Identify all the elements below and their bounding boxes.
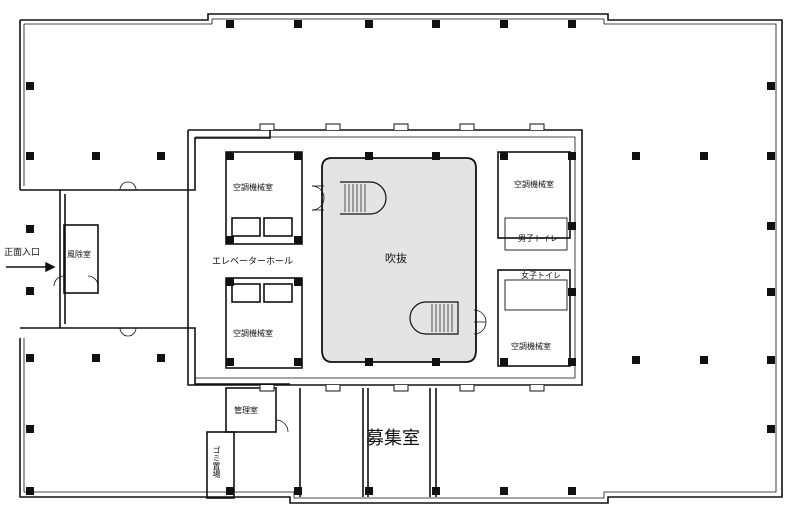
atrium-label: 吹抜 (385, 252, 407, 265)
ahu-room-label-sw: 空調機械室 (233, 329, 273, 338)
garbage-area (206, 431, 235, 499)
windbreak-label: 風除室 (67, 250, 91, 259)
outer-wall (19, 13, 783, 504)
atrium (321, 157, 477, 363)
windbreak-room (63, 224, 99, 294)
ahu-room-label-nw: 空調機械室 (233, 183, 273, 192)
elevator-hall-label: エレベーターホール (212, 257, 294, 267)
mens-toilet-label: 男子トイレ (518, 234, 558, 243)
ahu-room-label-se: 空調機械室 (511, 342, 551, 351)
garbage-label: ゴミ置場 (212, 446, 221, 478)
entrance-label: 正面入口 (4, 248, 41, 258)
womens-toilet-label: 女子トイレ (521, 271, 561, 280)
management-label: 管理室 (234, 406, 258, 415)
recruiting-room-label: 募集室 (366, 428, 420, 449)
ahu-room-label-ne: 空調機械室 (514, 180, 554, 189)
core-wall (187, 129, 583, 386)
management-room (225, 387, 277, 433)
